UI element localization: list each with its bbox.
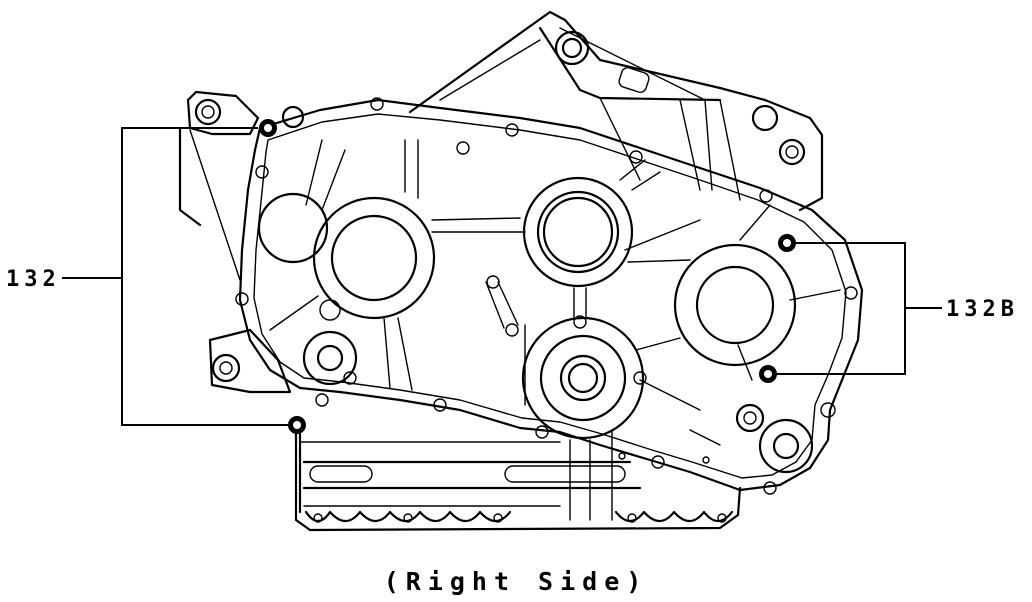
- cylinder-upper-section: [408, 10, 824, 212]
- bolt-132-bottom: [288, 416, 306, 434]
- view-caption: (Right Side): [384, 567, 649, 596]
- bolt-132-top: [259, 119, 277, 137]
- crankcase-outline: [238, 98, 864, 492]
- highlighted-bolts: [259, 119, 796, 434]
- leader-132b: [777, 242, 942, 375]
- oil-pan-fins: [294, 418, 742, 532]
- leader-132: [62, 127, 288, 426]
- internal-ribs: [269, 139, 841, 464]
- callout-132b: 132B: [946, 297, 1019, 322]
- callout-132: 132: [6, 267, 61, 292]
- bearing-bosses: [257, 176, 814, 474]
- left-mounting-lugs: [178, 90, 305, 394]
- perimeter-bolts: [235, 97, 858, 495]
- bolt-132b-top: [778, 234, 796, 252]
- bolt-132b-bottom: [759, 365, 777, 383]
